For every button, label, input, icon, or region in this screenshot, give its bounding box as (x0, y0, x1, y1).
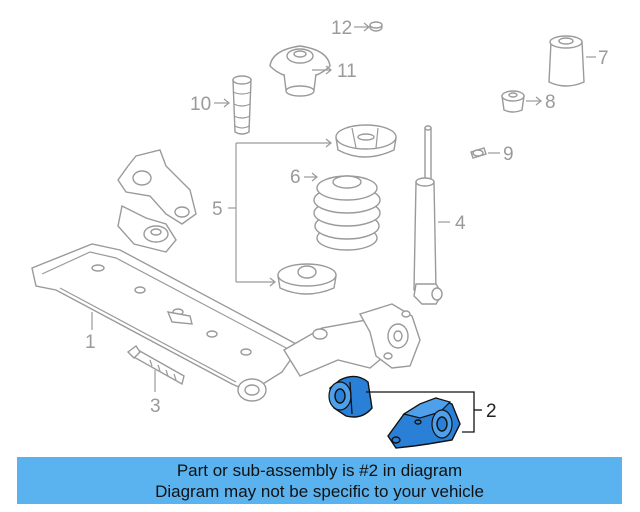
banner-line-2: Diagram may not be specific to your vehi… (155, 482, 484, 501)
part-8-bushing[interactable]: 8 (501, 90, 556, 113)
callout-11: 11 (337, 61, 357, 82)
callout-2: 2 (486, 401, 497, 422)
part-5-spring-pads[interactable]: 5 (212, 124, 397, 295)
part-11-strut-mount[interactable]: 11 (269, 45, 357, 97)
callout-5: 5 (212, 199, 223, 220)
callout-7: 7 (598, 48, 609, 69)
part-9-clip[interactable]: 9 (470, 144, 514, 165)
callout-4: 4 (455, 213, 466, 234)
callout-3: 3 (150, 396, 161, 417)
callout-10: 10 (190, 94, 211, 115)
callout-1: 1 (85, 332, 96, 353)
banner-line-1: Part or sub-assembly is #2 in diagram (176, 461, 463, 480)
part-7-dust-boot[interactable]: 7 (548, 35, 609, 87)
part-2-bushing-assembly[interactable]: 2 (328, 375, 497, 449)
part-10-bump-stop[interactable]: 10 (190, 75, 252, 135)
part-3-bolt[interactable]: 3 (126, 344, 185, 417)
callout-12: 12 (331, 18, 352, 39)
part-1-axle-beam[interactable]: 1 (31, 149, 421, 402)
callout-6: 6 (290, 167, 301, 188)
part-6-coil-spring[interactable]: 6 (290, 167, 381, 251)
info-banner: Part or sub-assembly is #2 in diagram Di… (17, 457, 622, 504)
part-12-nut[interactable]: 12 (331, 18, 383, 39)
callout-9: 9 (503, 144, 514, 165)
part-4-shock-absorber[interactable]: 4 (413, 125, 466, 305)
callout-8: 8 (545, 92, 556, 113)
